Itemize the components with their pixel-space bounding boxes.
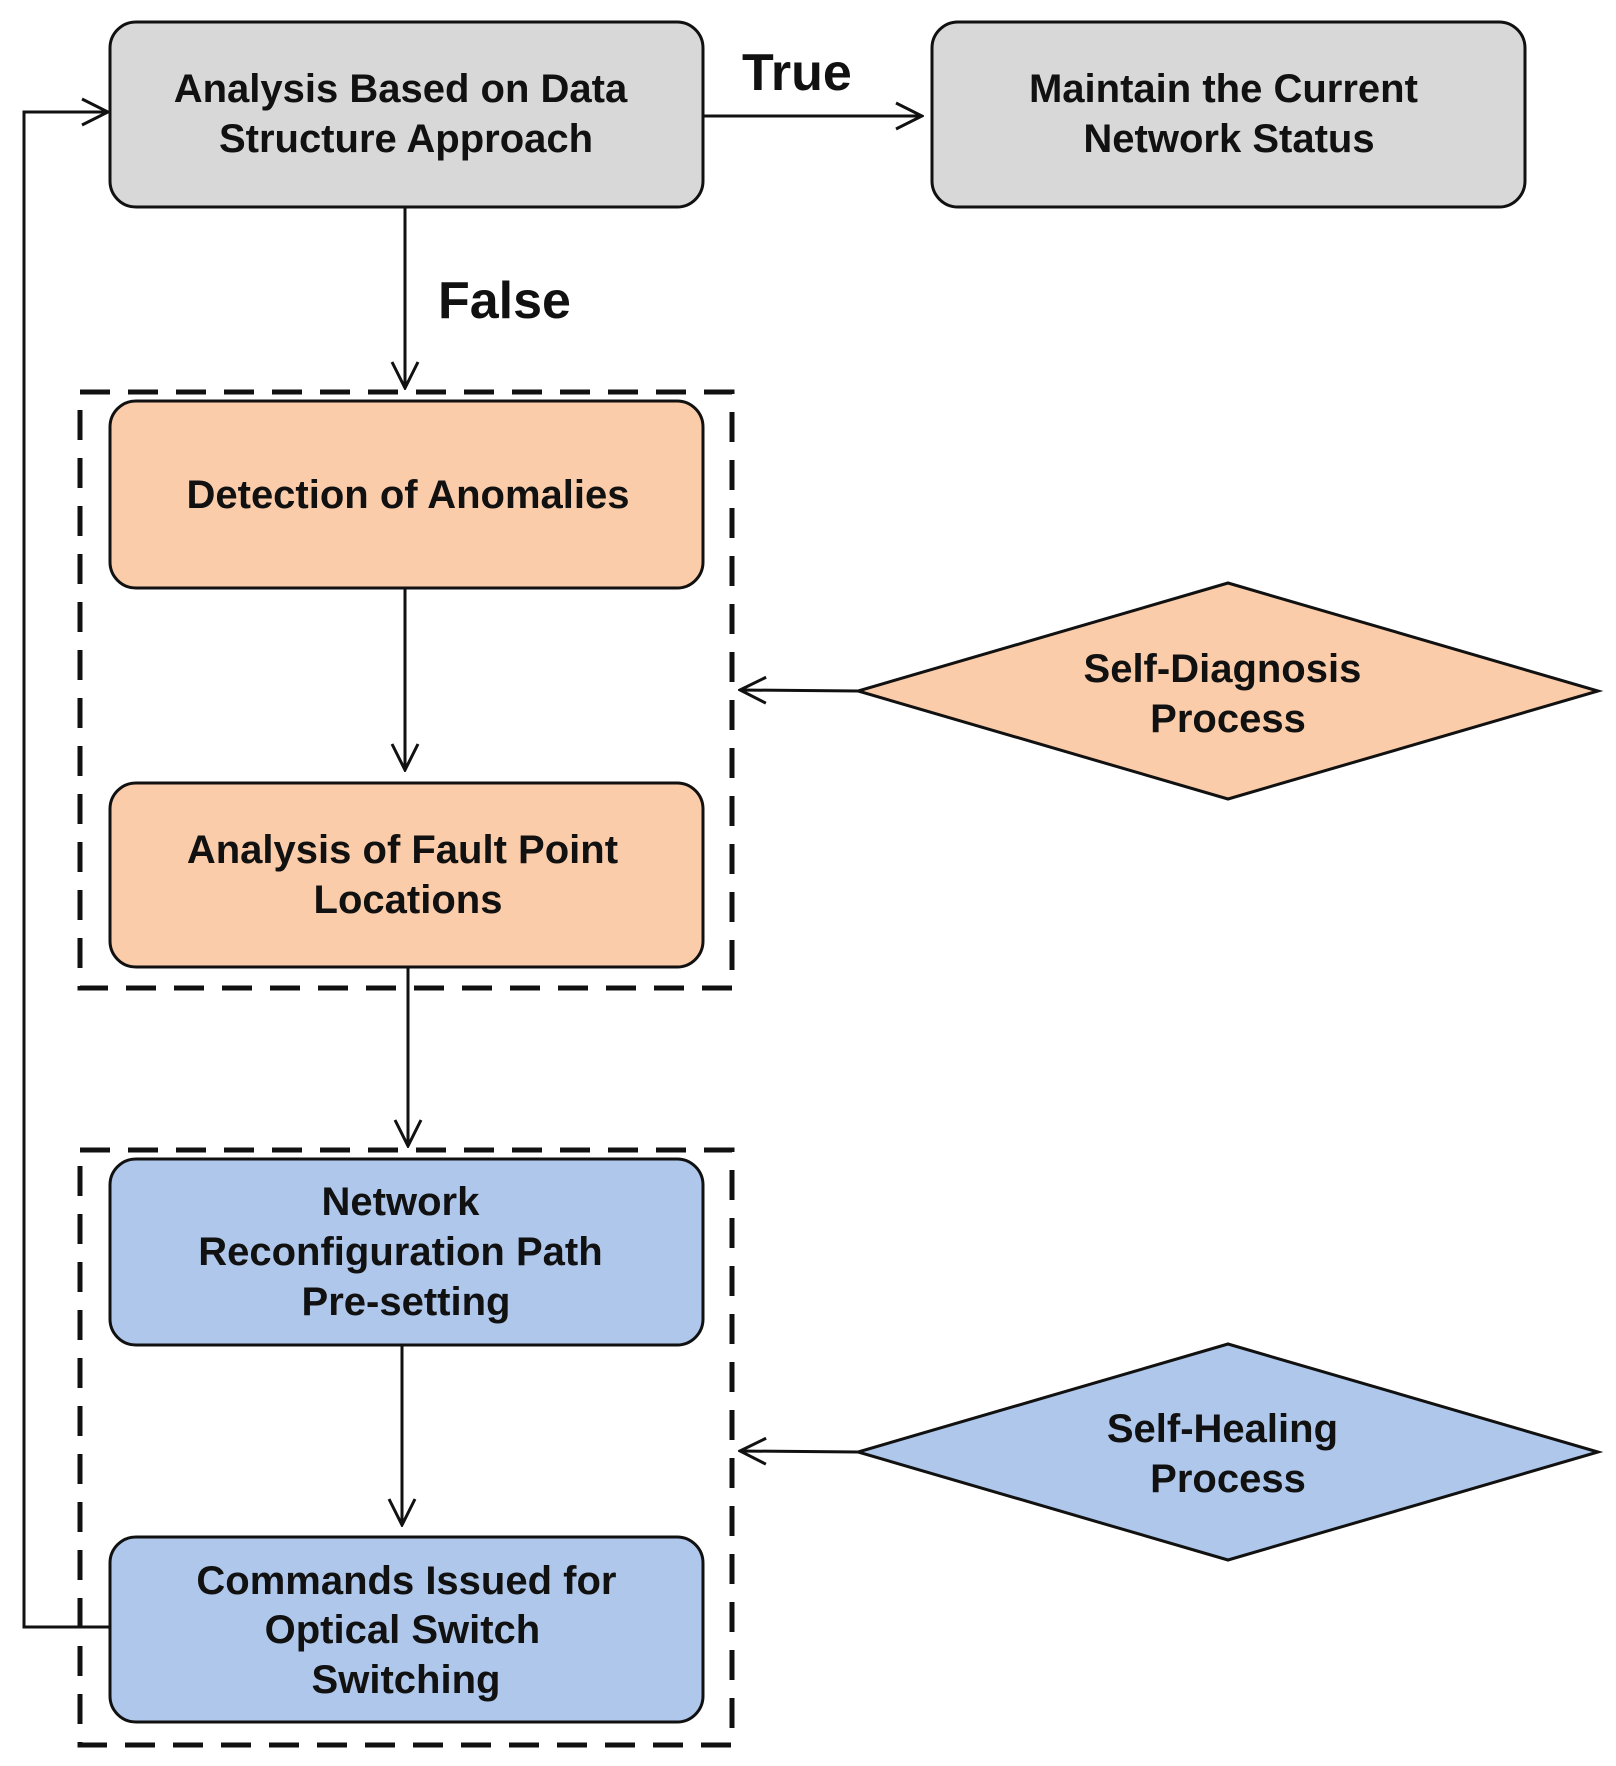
fault-point-analysis-line-2: Locations [314,878,503,922]
self-diagnosis-diamond [852,581,1604,801]
fault-point-analysis-line-1: Analysis of Fault Point [187,828,618,872]
optical-switch-commands-box [108,1535,705,1724]
detection-anomalies-box [108,399,705,590]
maintain-status-line-1: Maintain the Current [1029,67,1418,111]
self-healing-arrow [740,1451,859,1452]
optical-switch-commands-line-2: Optical Switch [265,1608,541,1652]
detection-anomalies-label: Detection of Anomalies [186,473,629,517]
self-diagnosis-line-2: Process [1150,697,1306,741]
detection-anomalies-line-1: Detection of Anomalies [186,473,629,517]
self-diagnosis-line-1: Self-Diagnosis [1084,647,1362,691]
reconfiguration-path-line-3: Pre-setting [302,1280,511,1324]
analysis-data-structure-line-2: Structure Approach [219,117,593,161]
fault-point-analysis-label: Analysis of Fault Point Locations [187,828,629,922]
self-diagnosis-label: Self-Diagnosis Process [1084,647,1373,741]
self-healing-diamond [852,1342,1604,1562]
analysis-data-structure-label: Analysis Based on Data Structure Approac… [174,67,639,161]
self-healing-label: Self-Healing Process [1107,1407,1349,1501]
feedback-loop-arrow [22,112,110,1629]
self-healing-line-1: Self-Healing [1107,1407,1338,1451]
reconfiguration-path-line-1: Network [322,1180,481,1224]
fault-point-analysis-box [108,781,705,969]
optical-switch-commands-line-3: Switching [312,1658,501,1702]
false-label: False [438,272,571,330]
self-healing-line-2: Process [1150,1457,1306,1501]
true-label: True [742,44,852,102]
maintain-status-label: Maintain the Current Network Status [1029,67,1429,161]
reconfiguration-path-label: Network Reconfiguration Path Pre-setting [198,1180,614,1324]
maintain-status-line-2: Network Status [1083,117,1374,161]
maintain-status-box [930,20,1527,209]
reconfiguration-path-box [108,1157,705,1347]
reconfiguration-path-line-2: Reconfiguration Path [198,1230,602,1274]
optical-switch-commands-line-1: Commands Issued for [196,1559,616,1603]
analysis-data-structure-box [108,20,705,209]
self-diagnosis-arrow [740,690,859,691]
optical-switch-commands-label: Commands Issued for Optical Switch Switc… [196,1559,627,1702]
analysis-data-structure-line-1: Analysis Based on Data [174,67,628,111]
